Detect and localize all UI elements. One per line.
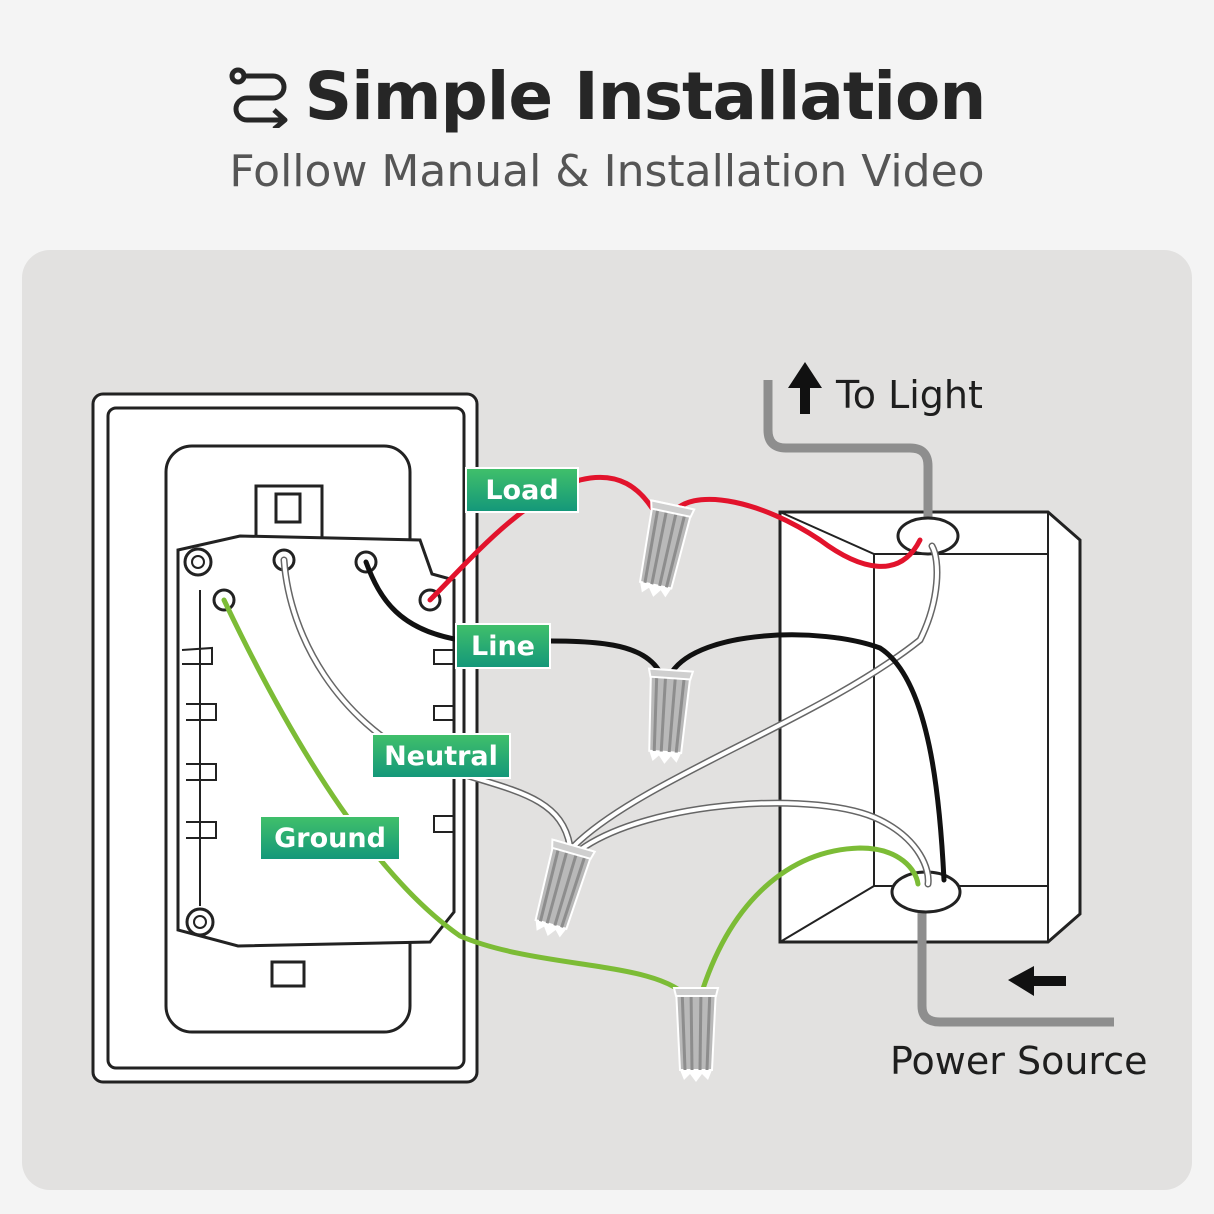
arrow-left-icon — [1008, 966, 1066, 996]
wire-nut-line — [640, 667, 695, 767]
page-subtitle: Follow Manual & Installation Video — [229, 146, 985, 197]
label-to-light: To Light — [835, 373, 983, 417]
label-neutral-text: Neutral — [384, 741, 498, 772]
wire-nut-load — [630, 498, 696, 603]
arrow-up-icon — [788, 362, 822, 414]
label-load-text: Load — [485, 475, 558, 506]
label-load: Load — [465, 467, 579, 513]
cable-clamp-top — [896, 516, 960, 556]
label-line-text: Line — [471, 631, 535, 662]
junction-box — [778, 510, 1082, 944]
route-arrows-icon — [229, 67, 288, 128]
conduit — [763, 380, 1114, 1027]
title-row: Simple Installation — [0, 58, 1214, 135]
label-ground-text: Ground — [274, 823, 386, 854]
header: Simple Installation Follow Manual & Inst… — [0, 0, 1214, 240]
label-ground: Ground — [259, 815, 401, 861]
wire-nut-ground — [672, 986, 720, 1084]
ground-wire — [221, 597, 921, 1003]
label-line: Line — [455, 623, 551, 669]
page-title: Simple Installation — [304, 58, 987, 135]
label-power-source: Power Source — [890, 1039, 1147, 1083]
label-neutral: Neutral — [371, 733, 511, 779]
wire-nut-neutral — [525, 838, 597, 944]
